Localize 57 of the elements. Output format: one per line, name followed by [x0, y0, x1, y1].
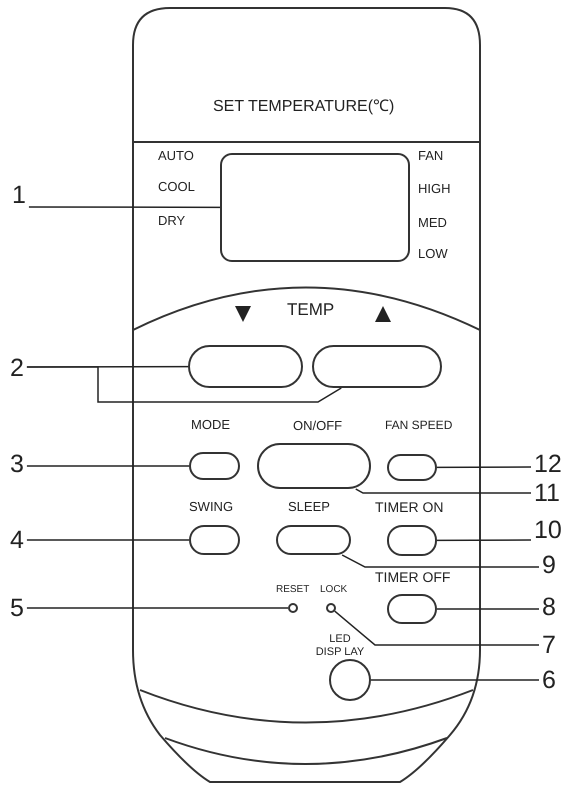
button-label: TIMER ON	[375, 500, 444, 514]
heading-text: SET TEMPERATURE(℃)	[213, 100, 394, 114]
callout-number: 11	[534, 480, 560, 506]
fan-indicator-text: FAN	[418, 149, 444, 163]
callout-number: 1	[12, 182, 26, 208]
leader-line	[28, 206, 220, 208]
callout-number: 7	[542, 632, 556, 658]
button-group-label: TEMP	[287, 303, 334, 317]
oval-button	[387, 454, 437, 481]
oval-button	[189, 525, 240, 555]
lock-hole	[326, 603, 336, 613]
oval-button	[188, 345, 303, 388]
callout-number: 10	[534, 517, 562, 543]
leader-line	[355, 488, 531, 494]
callout-number: 6	[542, 667, 556, 693]
leader-line	[437, 466, 531, 468]
button-label: MODE	[191, 418, 230, 432]
mode-indicator-text: DRY	[158, 214, 186, 228]
fan-indicator-text: MED	[418, 216, 447, 230]
callout-number: 8	[542, 594, 556, 620]
callout-number: 5	[10, 595, 24, 621]
mode-indicator-text: COOL	[158, 180, 195, 194]
reset-hole	[288, 603, 298, 613]
leader-line	[334, 610, 539, 646]
button-label: SWING	[189, 500, 234, 514]
leader-line	[26, 607, 288, 609]
leader-line	[26, 366, 188, 368]
button-label: LED DISP LAY	[315, 633, 365, 659]
mode-indicator-text: AUTO	[158, 149, 194, 163]
callout-number: 12	[534, 451, 562, 477]
oval-button	[257, 443, 371, 489]
oval-button	[387, 525, 437, 556]
button-label: SLEEP	[288, 500, 330, 514]
leader-line	[342, 554, 539, 568]
callout-number: 4	[10, 527, 24, 553]
callout-number: 3	[10, 451, 24, 477]
oval-button	[189, 452, 240, 480]
leader-line	[26, 465, 189, 467]
callout-number: 9	[542, 552, 556, 578]
button-label: LOCK	[320, 583, 348, 597]
oval-button	[276, 525, 351, 555]
leader-line	[437, 539, 531, 542]
leader-line	[26, 539, 189, 541]
button-label: RESET	[276, 583, 310, 597]
oval-button	[312, 345, 442, 388]
button-label: TIMER OFF	[375, 570, 450, 584]
round-button	[329, 659, 371, 701]
oval-button	[387, 594, 437, 624]
display-screen	[220, 153, 410, 262]
leader-line	[371, 679, 539, 681]
fan-indicator-text: HIGH	[418, 182, 450, 196]
fan-indicator-text: LOW	[418, 247, 448, 261]
button-label: ON/OFF	[293, 419, 342, 433]
leader-line	[26, 366, 342, 403]
callout-number: 2	[10, 355, 24, 381]
leader-line	[437, 608, 539, 610]
button-label: FAN SPEED	[385, 418, 452, 432]
